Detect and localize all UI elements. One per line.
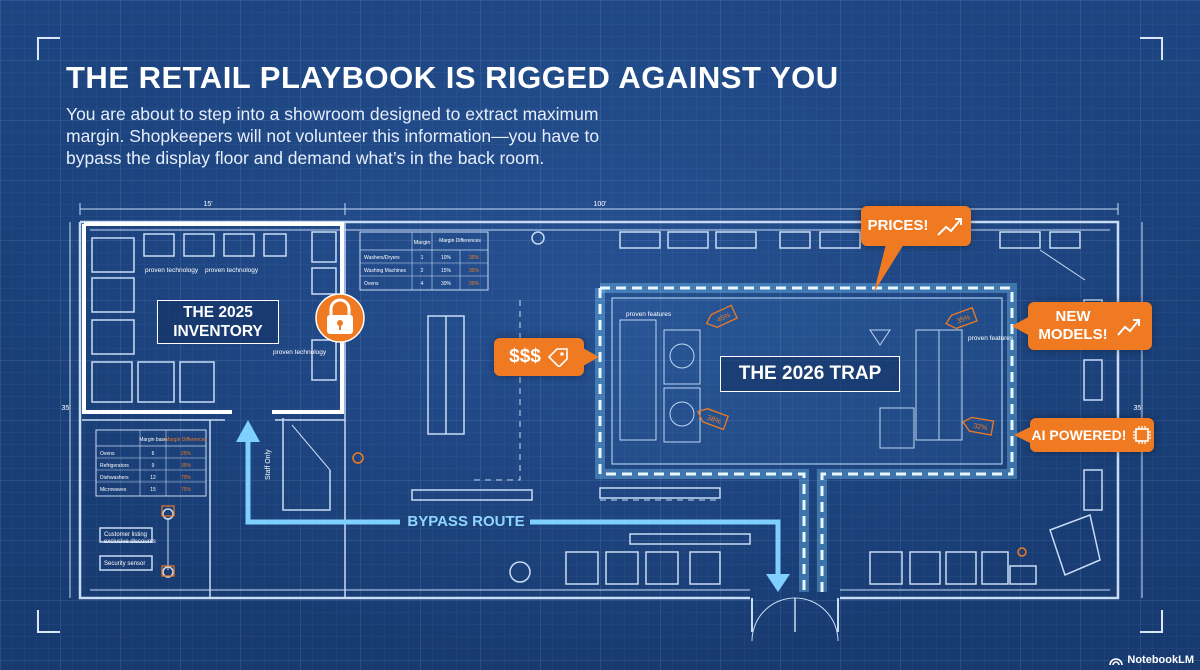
table-left-r2-c1: 12: [150, 475, 156, 481]
table-left-r2-c0: Dishwashers: [100, 475, 129, 481]
table-top-r2-c0: Ovens: [364, 281, 379, 287]
price-tag-3-label: 38%: [706, 414, 722, 425]
prices-callout-text: PRICES!: [867, 217, 929, 234]
table-left-r0-c1: 6: [152, 451, 155, 457]
price-tag-icon: [705, 304, 738, 329]
table-left-r3-c1: 15: [150, 487, 156, 493]
table-top-r2-c2: 30%: [441, 281, 452, 287]
new-models-callout-text: NEW MODELS!: [1038, 308, 1108, 343]
new-models-callout-pointer: [1012, 316, 1030, 336]
price-tag-2-label: 35%: [956, 314, 972, 325]
trap-zone-outline: [595, 283, 1017, 592]
dollars-callout: $$$: [494, 338, 584, 376]
route-arrow-up-icon: [236, 420, 260, 442]
dollars-callout-pointer: [583, 348, 599, 366]
table-top-r2-c3: 35%: [469, 281, 480, 287]
table-top-r0-c2: 10%: [441, 255, 452, 261]
table-left-r3-c2: 75%: [181, 487, 192, 493]
price-tag-3: 38%: [697, 408, 730, 431]
dimension-side-left: 35': [61, 405, 70, 412]
price-tag-2: 35%: [945, 306, 978, 330]
dimension-top: 100': [593, 201, 606, 208]
price-tag-icon: [697, 408, 730, 431]
inventory-zone-label: THE 2025 INVENTORY: [157, 300, 279, 344]
trend-up-icon: [1116, 319, 1140, 336]
page-title: THE RETAIL PLAYBOOK IS RIGGED AGAINST YO…: [66, 60, 839, 95]
page-subtitle: You are about to step into a showroom de…: [66, 104, 600, 168]
table-left-header-1: Margin base: [139, 437, 167, 443]
brand-logo-icon: [1109, 658, 1124, 666]
table-left-r1-c1: 9: [152, 463, 155, 469]
table-top-r0-c1: 1: [421, 255, 424, 261]
note-proven-tech-3: proven technology: [273, 349, 327, 356]
price-tag-4: 32%: [961, 416, 995, 436]
inventory-zone-text: THE 2025 INVENTORY: [173, 304, 263, 340]
desk-note-2: Security sensor: [104, 561, 145, 567]
note-proven-tech-1: proven technology: [145, 267, 199, 274]
bypass-route-label: BYPASS ROUTE: [402, 513, 530, 530]
table-top-r1-c1: 2: [421, 268, 424, 274]
margin-table-top: Margin Margin Differences Washers/Dryers…: [359, 231, 489, 291]
lock-icon: [315, 293, 365, 343]
table-top-r1-c0: Washing Machines: [364, 268, 407, 274]
dollars-callout-text: $$$: [509, 346, 541, 367]
table-left-header-2: Margin Differences: [165, 437, 207, 443]
prices-callout-pointer: [874, 244, 904, 292]
table-top-r1-c3: 35%: [469, 268, 480, 274]
trend-up-icon: [937, 218, 963, 236]
price-tag-icon: [961, 416, 995, 436]
note-proven-tech-2: proven technology: [205, 267, 259, 274]
table-top-header-2: Margin Differences: [439, 238, 481, 244]
dimension-side-right: 35': [1133, 405, 1142, 412]
price-tag-icon: [945, 306, 978, 330]
brand-name: NotebookLM: [1127, 654, 1194, 666]
brand-watermark: NotebookLM: [1109, 654, 1194, 666]
staff-only-label: Staff Only: [265, 449, 272, 480]
note-proven-features-1: proven features: [626, 311, 672, 318]
table-top-r0-c0: Washers/Dryers: [364, 255, 400, 261]
route-arrow-down-icon: [766, 574, 790, 592]
bypass-route: [236, 420, 790, 592]
margin-table-left: Margin base Margin Differences Ovens 6 2…: [95, 429, 207, 497]
price-tag-icon: [547, 348, 568, 367]
table-left-r0-c2: 25%: [181, 451, 192, 457]
new-models-callout: NEW MODELS!: [1028, 302, 1152, 350]
dimension-left: 15': [203, 201, 212, 208]
table-top-r2-c1: 4: [421, 281, 424, 287]
table-left-r3-c0: Microwaves: [100, 487, 127, 493]
note-proven-features-2: proven features: [968, 335, 1014, 342]
prices-callout: PRICES!: [861, 206, 971, 246]
ai-powered-callout-pointer: [1014, 426, 1032, 444]
table-left-r2-c2: 70%: [181, 475, 192, 481]
trap-zone-text: THE 2026 TRAP: [738, 363, 882, 384]
table-left-r0-c0: Ovens: [100, 451, 115, 457]
bypass-route-text: BYPASS ROUTE: [407, 513, 525, 530]
chip-icon: [1133, 426, 1152, 444]
price-tag-4-label: 32%: [973, 423, 988, 432]
table-top-r1-c2: 15%: [441, 268, 452, 274]
ai-powered-callout-text: AI POWERED!: [1031, 427, 1127, 443]
table-top-header-1: Margin: [414, 240, 431, 246]
ai-powered-callout: AI POWERED!: [1030, 418, 1154, 452]
table-left-r1-c0: Refrigerators: [100, 463, 129, 469]
table-top-r0-c3: 35%: [469, 255, 480, 261]
table-left-r1-c2: 35%: [181, 463, 192, 469]
trap-zone-label: THE 2026 TRAP: [720, 356, 900, 392]
